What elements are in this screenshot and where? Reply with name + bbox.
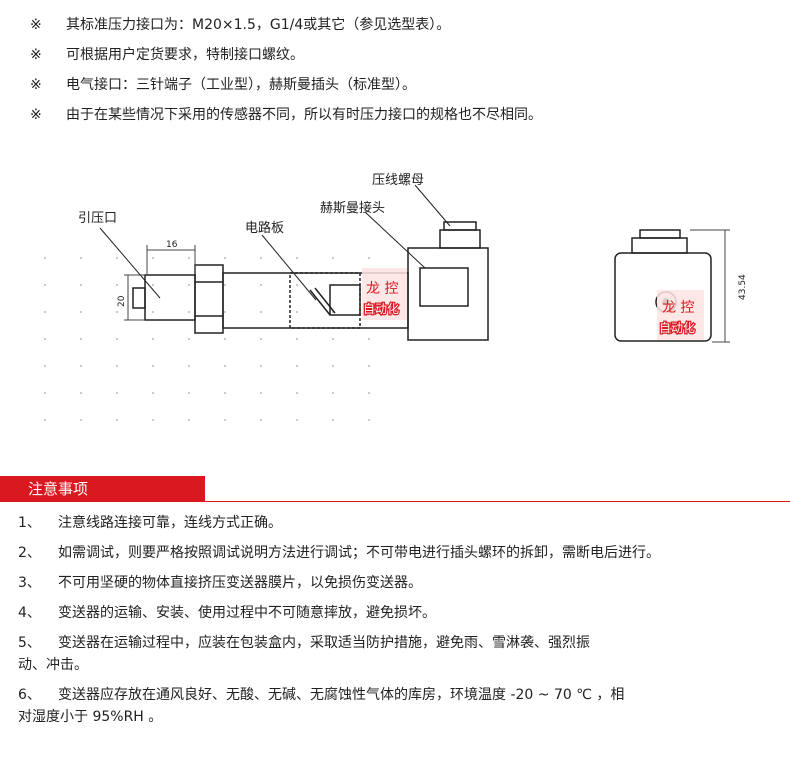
label-nut: 压线螺母: [372, 173, 424, 188]
feature-item: ※ 由于在某些情况下采用的传感器不同，所以有时压力接口的规格也不尽相同。: [30, 100, 770, 130]
dim-side-text: 43.54: [738, 274, 748, 300]
note-text: 不可用坚硬的物体直接挤压变送器膜片，以免损伤变送器。: [58, 575, 422, 591]
feature-list: ※ 其标准压力接口为：M20×1.5，G1/4或其它（参见选型表）。 ※ 可根据用户…: [30, 10, 770, 130]
bullet-mark: ※: [30, 47, 42, 63]
front-view: [132, 221, 489, 341]
note-number: 5、: [18, 635, 41, 651]
watermark-stamp: 龙 控 自动化: [362, 268, 407, 320]
note-text-cont: 对湿度小于 95%RH 。: [18, 709, 163, 725]
note-item: 6、 变送器应存放在通风良好、无酸、无碱、无腐蚀性气体的库房，环境温度 -20 ~…: [18, 684, 778, 728]
watermark-line2: 自动化: [659, 321, 695, 335]
note-number: 1、: [18, 515, 41, 531]
label-hirschmann: 赫斯曼接头: [320, 200, 385, 216]
leader-lines: [99, 184, 451, 301]
dimension-width: [146, 245, 196, 274]
feature-text: 电气接口：三针端子（工业型），赫斯曼插头（标准型）。: [66, 77, 416, 93]
note-number: 4、: [18, 605, 41, 621]
note-text: 注意线路连接可靠，连线方式正确。: [58, 515, 282, 531]
bullet-mark: ※: [30, 107, 42, 123]
feature-item: ※ 可根据用户定货要求，特制接口螺纹。: [30, 40, 770, 70]
note-item: 1、 注意线路连接可靠，连线方式正确。: [18, 512, 778, 534]
note-item: 2、 如需调试，则要严格按照调试说明方法进行调试；不可带电进行插头螺环的拆卸，需断…: [18, 542, 778, 564]
feature-text: 其标准压力接口为：M20×1.5，G1/4或其它（参见选型表）。: [66, 17, 451, 33]
watermark-line1: 龙 控: [662, 300, 694, 316]
note-text: 变送器应存放在通风良好、无酸、无碱、无腐蚀性气体的库房，环境温度 -20 ~ 7…: [58, 687, 625, 703]
note-text: 如需调试，则要严格按照调试说明方法进行调试；不可带电进行插头螺环的拆卸，需断电后…: [58, 545, 660, 561]
note-item: 5、 变送器在运输过程中，应装在包装盒内，采取适当防护措施，避免雨、雪淋袭、强烈振…: [18, 632, 778, 676]
note-item: 3、 不可用坚硬的物体直接挤压变送器膜片，以免损伤变送器。: [18, 572, 778, 594]
dimension-height: [124, 274, 145, 321]
feature-text: 可根据用户定货要求，特制接口螺纹。: [66, 47, 304, 63]
note-item: 4、 变送器的运输、安装、使用过程中不可随意摔放，避免损坏。: [18, 602, 778, 624]
label-circuit-board: 电路板: [245, 220, 284, 236]
feature-item: ※ 其标准压力接口为：M20×1.5，G1/4或其它（参见选型表）。: [30, 10, 770, 40]
dot-grid: [44, 257, 370, 421]
watermark-line2: 自动化: [363, 302, 399, 316]
note-text: 变送器的运输、安装、使用过程中不可随意摔放，避免损坏。: [58, 605, 436, 621]
bullet-mark: ※: [30, 77, 42, 93]
dim-height-text: 20: [117, 295, 127, 307]
section-divider: [205, 501, 790, 502]
watermark-stamp: 龙 控 自动化: [657, 290, 704, 340]
notes-list: 1、 注意线路连接可靠，连线方式正确。 2、 如需调试，则要严格按照调试说明方法进行…: [18, 512, 778, 736]
label-pressure-port: 引压口: [78, 211, 117, 226]
dimension-side: [690, 229, 730, 343]
watermark-line1: 龙 控: [366, 281, 398, 297]
section-header: 注意事项: [0, 476, 205, 502]
note-number: 6、: [18, 687, 41, 703]
note-number: 3、: [18, 575, 41, 591]
feature-text: 由于在某些情况下采用的传感器不同，所以有时压力接口的规格也不尽相同。: [66, 107, 542, 123]
feature-item: ※ 电气接口：三针端子（工业型），赫斯曼插头（标准型）。: [30, 70, 770, 100]
dim-width-text: 16: [166, 240, 178, 250]
note-text-cont: 动、冲击。: [18, 657, 88, 673]
dimension-drawing: 16 20 引压口 电路板 赫斯曼接头 压线螺母 龙 控 自动化 43.54 龙…: [44, 173, 748, 421]
note-text: 变送器在运输过程中，应装在包装盒内，采取适当防护措施，避免雨、雪淋袭、强烈振: [58, 635, 590, 651]
note-number: 2、: [18, 545, 41, 561]
bullet-mark: ※: [30, 17, 42, 33]
